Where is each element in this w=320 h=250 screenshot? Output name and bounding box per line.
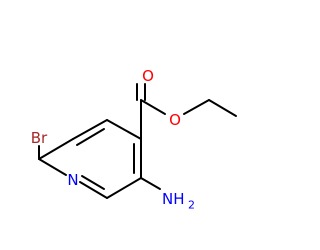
bond-c4-c4a bbox=[106, 119, 142, 140]
amino-group-subscript: 2 bbox=[188, 199, 195, 212]
bond-c6-n bbox=[79, 181, 108, 199]
carbonyl-oxygen-atom-label: O bbox=[142, 67, 154, 85]
bond-c3-c4 bbox=[72, 119, 108, 140]
bond-c3-c4-inner bbox=[76, 128, 105, 146]
atom-labels: Br N O O NH 2 bbox=[31, 67, 195, 212]
bond-c5-nh2 bbox=[140, 177, 161, 190]
bond-c2-c3 bbox=[38, 138, 74, 160]
structure-diagram: Br N O O NH 2 bbox=[31, 67, 237, 212]
bond-lines bbox=[38, 83, 237, 199]
amino-group-atom-label: NH bbox=[162, 190, 185, 208]
ring-nitrogen-atom-label: N bbox=[67, 171, 78, 189]
bond-n-c2 bbox=[38, 158, 67, 176]
bond-ch2-ch3 bbox=[208, 99, 237, 117]
bond-o-ch2 bbox=[183, 99, 210, 115]
bond-c6-n-inner bbox=[81, 175, 105, 190]
ester-oxygen-atom-label: O bbox=[169, 111, 181, 129]
bromine-atom-label: Br bbox=[31, 129, 48, 147]
bond-c5-c6 bbox=[106, 177, 142, 199]
bond-carbonyl-o-ester bbox=[140, 99, 166, 115]
